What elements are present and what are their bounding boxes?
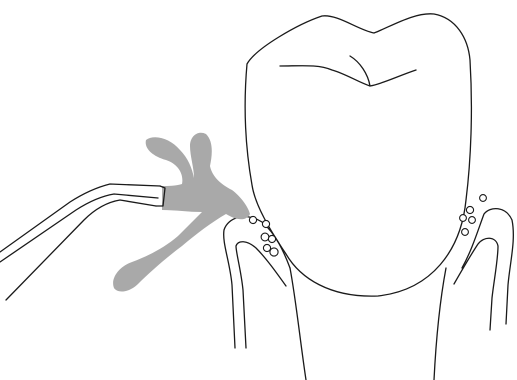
bubble-icon <box>261 233 269 241</box>
bubble-icon <box>462 229 469 236</box>
root-right <box>434 268 446 380</box>
bubble-icon <box>466 206 473 213</box>
bubbles-right <box>460 195 487 236</box>
gum-left <box>224 217 290 348</box>
bubble-icon <box>263 244 270 251</box>
crown-fissure <box>280 66 416 86</box>
bubble-icon <box>249 216 256 223</box>
root-left <box>290 268 306 380</box>
molar-tooth-icon <box>245 14 471 296</box>
tooth <box>245 14 471 380</box>
bubble-icon <box>480 195 487 202</box>
bubble-icon <box>270 248 278 256</box>
bubble-icon <box>262 220 269 227</box>
gum-right <box>454 209 513 330</box>
bubble-icon <box>469 217 476 224</box>
bubble-icon <box>268 235 275 242</box>
irrigator-nozzle-icon <box>0 184 165 300</box>
bubble-icon <box>460 215 467 222</box>
bubbles-left <box>249 216 278 256</box>
